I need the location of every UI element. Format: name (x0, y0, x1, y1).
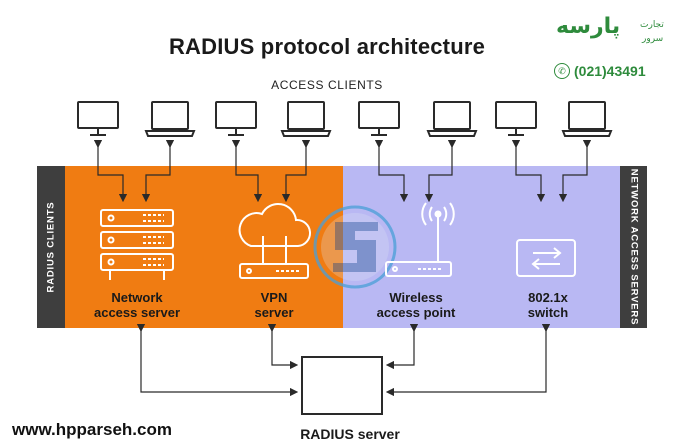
client-desktop-3 (358, 101, 400, 136)
phone-number[interactable]: (021)43491 (574, 63, 646, 79)
brand-logo-sub1: تجارت (640, 20, 664, 30)
switch-label-line2: switch (527, 305, 569, 320)
client-desktop-2 (215, 101, 257, 136)
radius-clients-label: RADIUS CLIENTS (45, 201, 57, 293)
client-laptop-4 (561, 101, 613, 137)
vpn-label-line2: server (254, 305, 294, 320)
diagram-title: RADIUS protocol architecture (168, 34, 486, 59)
network-access-servers-band: NETWORK ACCESS SERVERS (620, 166, 647, 328)
radius-server-icon (301, 356, 383, 415)
nas-label-line1: Network (111, 290, 163, 305)
client-laptop-1 (144, 101, 196, 137)
radius-server-label: RADIUS server (300, 426, 400, 442)
watermark-logo (313, 205, 397, 289)
nas-label-line2: access server (93, 305, 181, 320)
switch-label-line1: 802.1x (528, 290, 568, 305)
website-link[interactable]: www.hpparseh.com (12, 420, 172, 439)
phone-icon: ✆ (554, 63, 570, 79)
brand-logo-text: پارسه (556, 14, 621, 39)
client-desktop-4 (495, 101, 537, 136)
server-stack-icon (100, 209, 174, 280)
client-desktop-1 (77, 101, 119, 136)
wap-label: Wireless access point (356, 290, 476, 320)
wireless-access-point-icon (385, 202, 455, 277)
access-clients-label: ACCESS CLIENTS (271, 78, 383, 92)
wap-label-line1: Wireless (389, 290, 443, 305)
network-access-servers-label: NETWORK ACCESS SERVERS (628, 168, 639, 326)
wap-label-line2: access point (376, 305, 456, 320)
vpn-label-line1: VPN (260, 290, 288, 305)
client-laptop-3 (426, 101, 478, 137)
vpn-label: VPN server (226, 290, 322, 320)
server-connectors (136, 323, 551, 397)
nas-label: Network access server (77, 290, 197, 320)
client-laptop-2 (280, 101, 332, 137)
brand-logo-sub2: سرور (642, 34, 664, 44)
switch-label: 802.1x switch (500, 290, 596, 320)
radius-clients-band: RADIUS CLIENTS (37, 166, 65, 328)
switch-icon (516, 239, 576, 277)
cloud-router-icon (238, 203, 311, 279)
client-connectors (93, 139, 592, 203)
